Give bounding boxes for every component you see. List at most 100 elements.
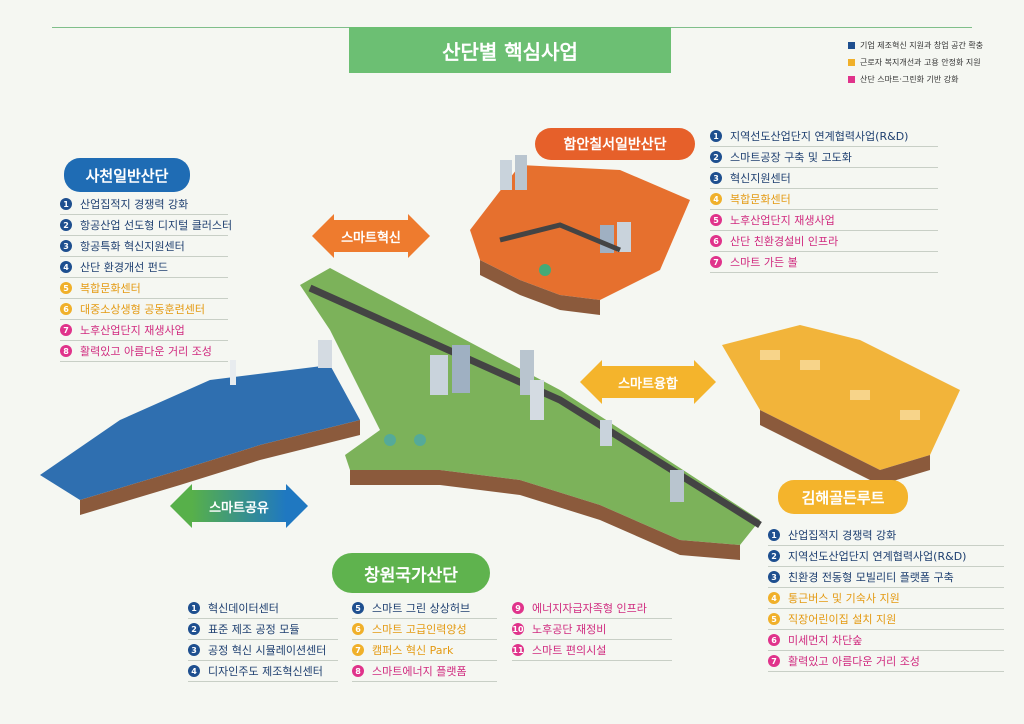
item-number: 10 [512, 623, 524, 635]
item-text: 활력있고 아름다운 거리 조성 [788, 655, 920, 668]
legend-label: 산단 스마트·그린화 기반 강화 [860, 75, 959, 84]
list-item: 5 노후산업단지 재생사업 [710, 210, 938, 231]
page-title: 산단별 핵심사업 [349, 27, 671, 73]
item-text: 스마트 그린 상상허브 [372, 602, 471, 615]
item-number: 4 [60, 261, 72, 273]
item-text: 복합문화센터 [730, 193, 791, 206]
arrow-label: 스마트공유 [192, 490, 286, 522]
item-number: 5 [768, 613, 780, 625]
item-number: 4 [710, 193, 722, 205]
arrow-label: 스마트융합 [602, 366, 694, 398]
legend-item: 기업 제조혁신 지원과 창업 공간 확충 [848, 40, 983, 51]
item-text: 직장어린이집 설치 지원 [788, 613, 897, 626]
item-number: 3 [60, 240, 72, 252]
item-text: 스마트공장 구축 및 고도화 [730, 151, 852, 164]
item-number: 1 [768, 529, 780, 541]
item-number: 5 [710, 214, 722, 226]
item-number: 1 [710, 130, 722, 142]
item-number: 3 [768, 571, 780, 583]
arrow-head-right [408, 214, 430, 258]
list-item: 5 복합문화센터 [60, 278, 228, 299]
item-number: 9 [512, 602, 524, 614]
item-text: 지역선도산업단지 연계협력사업(R&D) [730, 130, 909, 143]
item-number: 8 [60, 345, 72, 357]
list-item: 2 스마트공장 구축 및 고도화 [710, 147, 938, 168]
item-text: 스마트에너지 플랫폼 [372, 665, 467, 678]
haman-title: 함안칠서일반산단 [535, 128, 695, 160]
list-item: 2 표준 제조 공정 모듈 [188, 619, 338, 640]
item-text: 스마트 고급인력양성 [372, 623, 467, 636]
item-text: 혁신데이터센터 [208, 602, 279, 615]
item-number: 2 [768, 550, 780, 562]
legend: 기업 제조혁신 지원과 창업 공간 확충 근로자 복지개선과 고용 안정화 지원… [848, 40, 983, 91]
item-text: 혁신지원센터 [730, 172, 791, 185]
list-item: 6 미세먼지 차단숲 [768, 630, 1004, 651]
item-number: 6 [352, 623, 364, 635]
list-item: 6 대중소상생형 공동훈련센터 [60, 299, 228, 320]
arrow-smart-sharing: 스마트공유 [170, 484, 308, 528]
item-text: 활력있고 아름다운 거리 조성 [80, 345, 212, 358]
arrow-smart-innovation: 스마트혁신 [312, 214, 430, 258]
legend-item: 산단 스마트·그린화 기반 강화 [848, 74, 983, 85]
list-item: 5 직장어린이집 설치 지원 [768, 609, 1004, 630]
item-number: 4 [188, 665, 200, 677]
gimhae-map [722, 325, 960, 485]
list-item: 8 활력있고 아름다운 거리 조성 [60, 341, 228, 362]
item-text: 공정 혁신 시뮬레이션센터 [208, 644, 327, 657]
item-text: 노후산업단지 재생사업 [730, 214, 835, 227]
changwon-title: 창원국가산단 [332, 553, 490, 593]
item-number: 7 [710, 256, 722, 268]
list-item: 3 공정 혁신 시뮬레이션센터 [188, 640, 338, 661]
item-text: 항공산업 선도형 디지털 클러스터 [80, 219, 233, 232]
changwon-map [300, 268, 762, 560]
sacheon-map [40, 340, 360, 515]
item-text: 통근버스 및 기숙사 지원 [788, 592, 900, 605]
legend-label: 근로자 복지개선과 고용 안정화 지원 [860, 58, 981, 67]
item-text: 표준 제조 공정 모듈 [208, 623, 300, 636]
arrow-head-right [694, 360, 716, 404]
list-item: 7 스마트 가든 볼 [710, 252, 938, 273]
item-number: 6 [60, 303, 72, 315]
item-text: 복합문화센터 [80, 282, 141, 295]
item-number: 5 [60, 282, 72, 294]
item-number: 8 [352, 665, 364, 677]
item-number: 5 [352, 602, 364, 614]
item-number: 2 [710, 151, 722, 163]
item-text: 스마트 가든 볼 [730, 256, 798, 269]
list-item: 10 노후공단 재정비 [512, 619, 672, 640]
item-text: 미세먼지 차단숲 [788, 634, 863, 647]
item-number: 6 [768, 634, 780, 646]
item-text: 노후공단 재정비 [532, 623, 607, 636]
list-item: 2 지역선도산업단지 연계협력사업(R&D) [768, 546, 1004, 567]
gimhae-title: 김해골든루트 [778, 480, 908, 514]
item-number: 7 [60, 324, 72, 336]
item-text: 산업집적지 경쟁력 강화 [788, 529, 897, 542]
item-text: 대중소상생형 공동훈련센터 [80, 303, 205, 316]
item-text: 노후산업단지 재생사업 [80, 324, 185, 337]
arrow-head-left [312, 214, 334, 258]
list-item: 8 스마트에너지 플랫폼 [352, 661, 497, 682]
haman-map [470, 155, 690, 315]
item-number: 6 [710, 235, 722, 247]
list-item: 7 노후산업단지 재생사업 [60, 320, 228, 341]
item-text: 항공특화 혁신지원센터 [80, 240, 185, 253]
item-number: 3 [188, 644, 200, 656]
list-item: 1 지역선도산업단지 연계협력사업(R&D) [710, 126, 938, 147]
item-text: 산단 환경개선 펀드 [80, 261, 168, 274]
list-item: 4 산단 환경개선 펀드 [60, 257, 228, 278]
item-number: 11 [512, 644, 524, 656]
item-text: 지역선도산업단지 연계협력사업(R&D) [788, 550, 967, 563]
item-number: 2 [188, 623, 200, 635]
item-number: 7 [352, 644, 364, 656]
item-number: 7 [768, 655, 780, 667]
